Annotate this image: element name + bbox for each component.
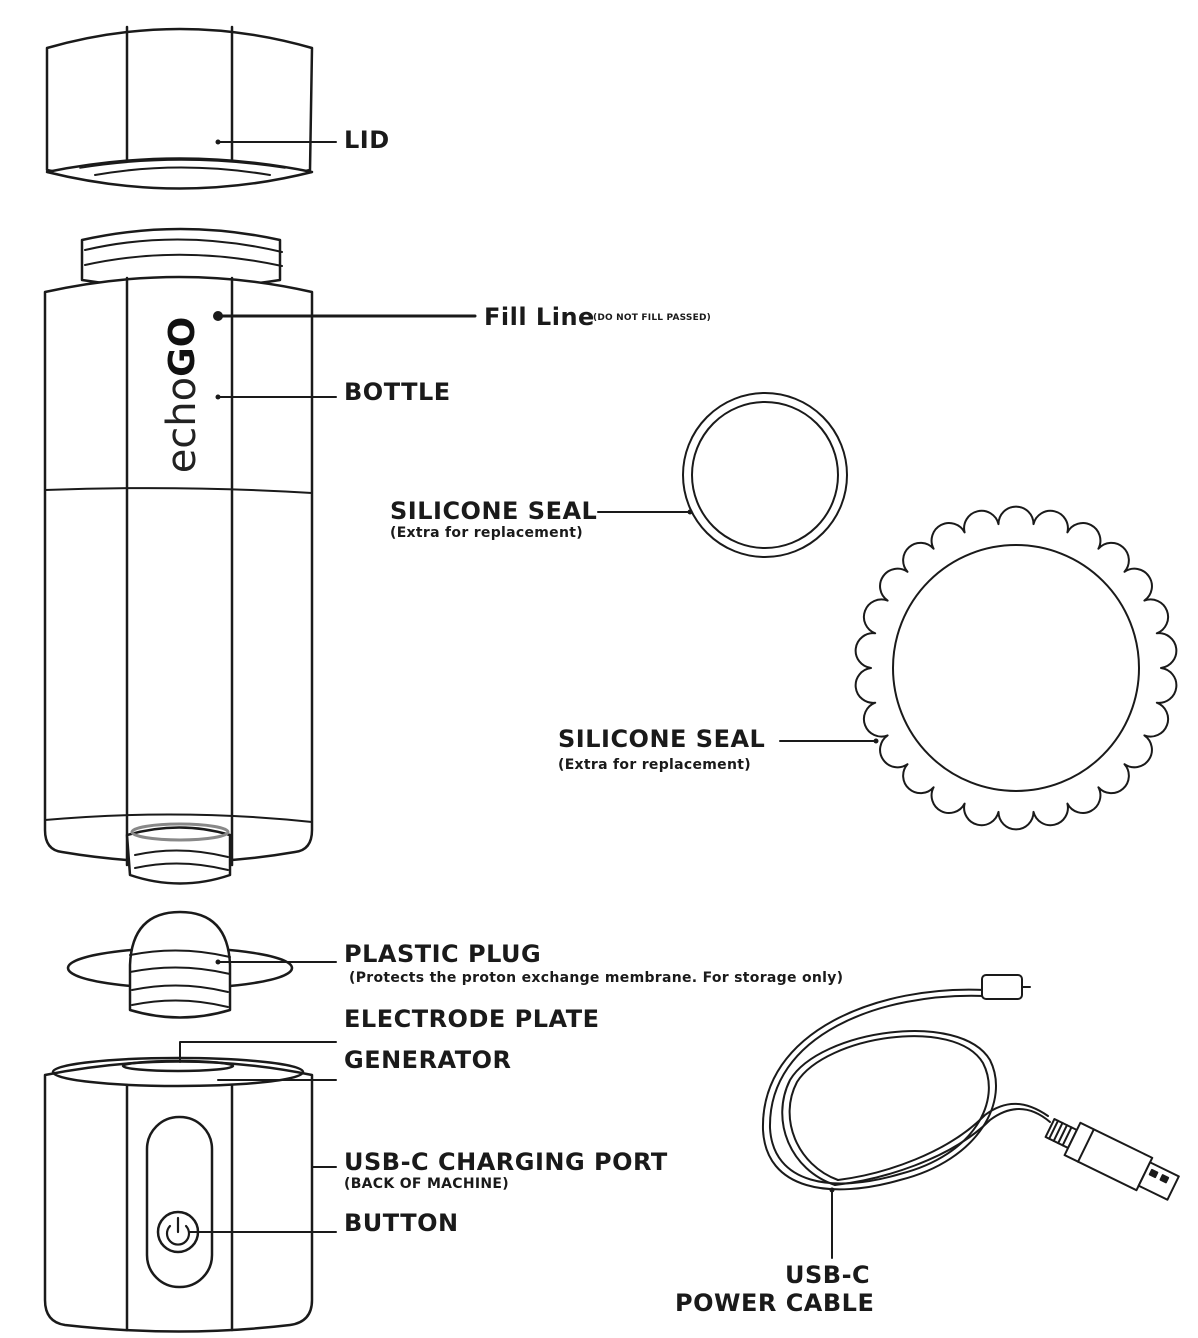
- label-plastic-plug-note: (Protects the proton exchange membrane. …: [349, 970, 844, 986]
- silicone-seal-scalloped-illustration: [854, 505, 1178, 831]
- label-silicone-seal-1: SILICONE SEAL: [390, 497, 598, 525]
- label-cable-line2: POWER CABLE: [675, 1289, 875, 1317]
- label-bottle: BOTTLE: [344, 378, 451, 406]
- label-usb-c-port: USB-C CHARGING PORT: [344, 1148, 668, 1176]
- label-cable-line1: USB-C: [785, 1261, 871, 1289]
- label-electrode-plate: ELECTRODE PLATE: [344, 1005, 600, 1033]
- label-silicone-seal-2: SILICONE SEAL: [558, 725, 766, 753]
- label-silicone-seal-1-note: (Extra for replacement): [390, 525, 583, 541]
- label-generator: GENERATOR: [344, 1046, 512, 1074]
- usb-cable-illustration: [761, 974, 1180, 1201]
- bottle-illustration: [43, 227, 314, 885]
- generator-illustration: [43, 1056, 314, 1333]
- label-lid: LID: [344, 126, 390, 154]
- label-fill-line: Fill Line: [484, 303, 595, 331]
- lid-illustration: [45, 25, 314, 190]
- label-button: BUTTON: [344, 1209, 459, 1237]
- leader-lines: [179, 141, 877, 1259]
- plastic-plug-illustration: [66, 910, 294, 1019]
- logo-light-text: echo: [159, 376, 205, 474]
- label-usb-c-port-note: (BACK OF MACHINE): [344, 1176, 509, 1192]
- logo-bold-text: GO: [161, 316, 203, 377]
- label-silicone-seal-2-note: (Extra for replacement): [558, 757, 751, 773]
- label-plastic-plug: PLASTIC PLUG: [344, 940, 542, 968]
- label-fill-line-note: (DO NOT FILL PASSED): [593, 313, 711, 323]
- silicone-seal-ring-illustration: [682, 392, 848, 558]
